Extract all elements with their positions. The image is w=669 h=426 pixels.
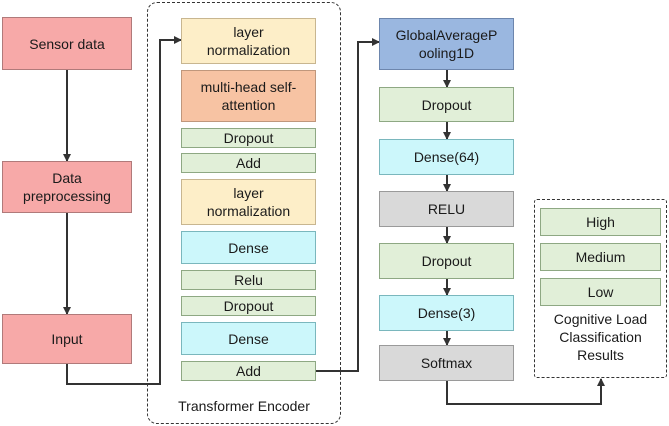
transformer-encoder-title: Transformer Encoder	[178, 398, 310, 414]
data-preprocessing-box: Data preprocessing	[2, 161, 132, 213]
arrow-softmax-to-results	[446, 378, 605, 405]
transformer-encoder-container	[147, 2, 341, 424]
input-box: Input	[2, 314, 132, 364]
head-dropout-1: Dropout	[379, 87, 514, 122]
head-dense-3: Dense(3)	[379, 295, 514, 331]
result-medium: Medium	[540, 243, 661, 271]
head-dropout-2: Dropout	[379, 243, 514, 279]
encoder-add-1: Add	[181, 153, 316, 173]
layer-normalization-2: layer normalization	[181, 179, 316, 225]
results-title: Cognitive Load Classification Results	[553, 311, 648, 363]
result-high: High	[540, 208, 661, 236]
head-softmax: Softmax	[379, 345, 514, 381]
layer-normalization-1: layer normalization	[181, 18, 316, 64]
global-average-pooling-box: GlobalAverageP ooling1D	[379, 18, 514, 70]
result-low: Low	[540, 278, 661, 306]
multi-head-self-attention-box: multi-head self-attention	[181, 70, 316, 122]
encoder-add-2: Add	[181, 361, 316, 381]
encoder-dense-1: Dense	[181, 231, 316, 264]
encoder-dropout-1: Dropout	[181, 128, 316, 148]
encoder-dropout-2: Dropout	[181, 296, 316, 316]
results-container	[534, 199, 667, 378]
sensor-data-box: Sensor data	[2, 17, 132, 70]
encoder-relu: Relu	[181, 270, 316, 290]
encoder-dense-2: Dense	[181, 322, 316, 355]
head-dense-64: Dense(64)	[379, 139, 514, 175]
head-relu: RELU	[379, 191, 514, 227]
